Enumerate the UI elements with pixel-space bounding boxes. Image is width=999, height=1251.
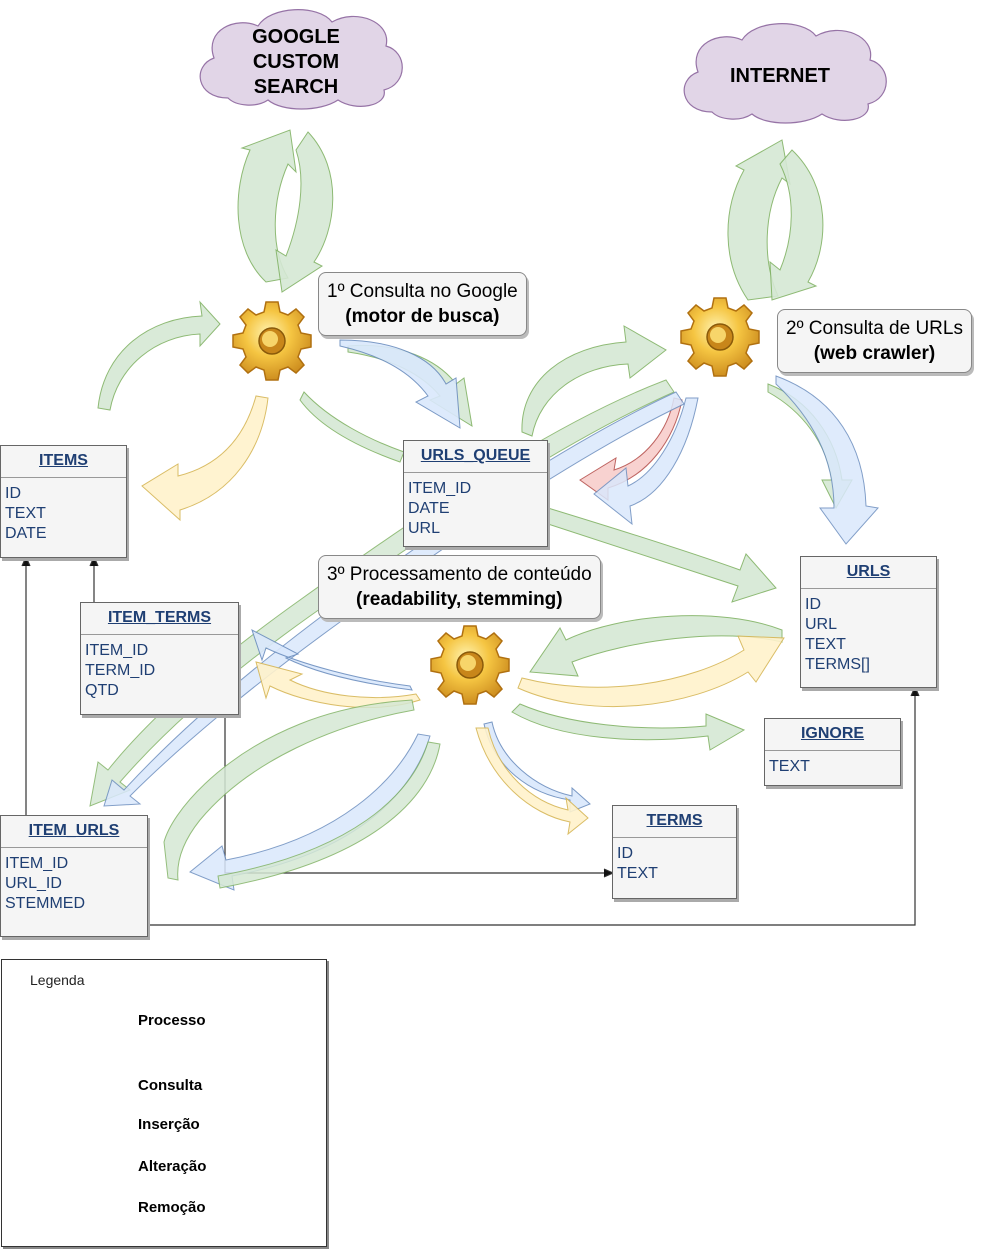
insercao-arrow	[339, 339, 461, 429]
consulta-arrow	[769, 149, 824, 301]
process-3-subtitle: (readability, stemming)	[356, 589, 563, 610]
entity-field: ID	[617, 845, 633, 862]
consulta-arrow	[217, 741, 441, 889]
entity-field: DATE	[5, 525, 47, 542]
entity-urls-queue-fields: ITEM_ID DATE URL	[404, 473, 547, 543]
legend-title: Legenda	[30, 972, 85, 988]
entity-field: ITEM_ID	[85, 642, 149, 659]
flow-arrows	[89, 129, 879, 891]
entity-field: ID	[5, 485, 21, 502]
arrowhead	[910, 685, 920, 697]
entity-item-terms-name: ITEM_TERMS	[81, 603, 238, 635]
internet-cloud: INTERNET	[683, 23, 887, 124]
entity-ignore: IGNORE TEXT	[764, 718, 901, 786]
entity-field: TERM_ID	[85, 662, 156, 679]
entity-field: TEXT	[617, 865, 658, 882]
entity-field: TEXT	[5, 505, 46, 522]
insercao-arrow	[593, 397, 699, 526]
entity-terms-fields: ID TEXT	[613, 838, 736, 888]
process-2-subtitle: (web crawler)	[813, 343, 936, 364]
process-1-title: 1º Consulta no Google	[327, 281, 518, 302]
google-cloud: GOOGLE CUSTOM SEARCH	[199, 9, 403, 110]
consulta-arrow	[97, 300, 221, 411]
entity-terms: TERMS ID TEXT	[612, 805, 737, 899]
google-cloud-line-3: SEARCH	[254, 76, 338, 98]
process-2-label: 2º Consulta de URLs (web crawler)	[777, 309, 972, 373]
legend-label-processo: Processo	[138, 1012, 206, 1029]
entity-item-terms: ITEM_TERMS ITEM_ID TERM_ID QTD	[80, 602, 239, 715]
entity-item-terms-fields: ITEM_ID TERM_ID QTD	[81, 635, 238, 705]
consulta-arrow	[237, 129, 297, 283]
alteracao-arrow	[517, 635, 785, 707]
process-2-gear-icon	[680, 297, 760, 377]
process-3-label: 3º Processamento de conteúdo (readabilit…	[318, 555, 601, 619]
legend-label-consulta: Consulta	[138, 1077, 203, 1094]
entity-field: DATE	[408, 500, 450, 517]
internet-cloud-label: INTERNET	[730, 65, 830, 87]
legend: Legenda Processo Consulta Inserção Alter…	[1, 959, 327, 1247]
legend-label-alteracao: Alteração	[138, 1158, 207, 1175]
entity-urls-queue-name: URLS_QUEUE	[404, 441, 547, 473]
process-1-subtitle: (motor de busca)	[345, 306, 500, 327]
entity-items-fields: ID TEXT DATE	[1, 478, 126, 548]
remocao-arrow	[579, 397, 683, 501]
entity-field: STEMMED	[5, 895, 85, 912]
process-3-gear-icon	[430, 625, 510, 705]
entity-urls-queue: URLS_QUEUE ITEM_ID DATE URL	[403, 440, 548, 547]
entity-field: ITEM_ID	[408, 480, 472, 497]
entity-item-urls-fields: ITEM_ID URL_ID STEMMED	[1, 848, 147, 918]
entity-items: ITEMS ID TEXT DATE	[0, 445, 127, 558]
consulta-arrow	[521, 325, 667, 437]
consulta-arrow	[529, 615, 783, 677]
entity-field: TEXT	[769, 758, 810, 775]
consulta-arrow	[547, 507, 777, 603]
google-cloud-line-1: GOOGLE	[252, 26, 340, 48]
legend-label-remocao: Remoção	[138, 1199, 206, 1216]
entity-field: TEXT	[805, 636, 846, 653]
entity-items-name: ITEMS	[1, 446, 126, 478]
entity-item-urls: ITEM_URLS ITEM_ID URL_ID STEMMED	[0, 815, 148, 937]
entity-field: ITEM_ID	[5, 855, 69, 872]
legend-label-insercao: Inserção	[138, 1116, 200, 1133]
google-cloud-line-2: CUSTOM	[253, 51, 339, 73]
entity-field: URL_ID	[5, 875, 62, 892]
insercao-arrow	[775, 375, 879, 545]
arrowhead	[21, 555, 31, 567]
entity-ignore-fields: TEXT	[765, 751, 900, 781]
consulta-arrow	[511, 703, 746, 751]
entity-item-urls-name: ITEM_URLS	[1, 816, 147, 848]
consulta-arrow	[275, 131, 334, 293]
process-2-title: 2º Consulta de URLs	[786, 318, 963, 339]
alteracao-arrow	[141, 395, 269, 522]
entity-field: URL	[805, 616, 838, 633]
entity-urls-name: URLS	[801, 557, 936, 589]
entity-field: URL	[408, 520, 441, 537]
consulta-arrow	[299, 391, 405, 463]
process-1-gear-icon	[232, 301, 312, 381]
alteracao-arrow	[475, 727, 589, 836]
entity-field: TERMS[]	[805, 656, 870, 673]
entity-urls: URLS ID URL TEXT TERMS[]	[800, 556, 937, 688]
process-3-title: 3º Processamento de conteúdo	[327, 564, 592, 585]
process-1-label: 1º Consulta no Google (motor de busca)	[318, 272, 527, 336]
entity-urls-fields: ID URL TEXT TERMS[]	[801, 589, 936, 679]
connector-item-urls-to-urls	[147, 688, 916, 926]
consulta-arrow	[163, 699, 415, 881]
entity-field: QTD	[85, 682, 119, 699]
arrowhead	[89, 555, 99, 567]
insercao-arrow	[483, 721, 591, 813]
entity-ignore-name: IGNORE	[765, 719, 900, 751]
entity-terms-name: TERMS	[613, 806, 736, 838]
entity-field: ID	[805, 596, 821, 613]
alteracao-arrow	[251, 628, 413, 691]
